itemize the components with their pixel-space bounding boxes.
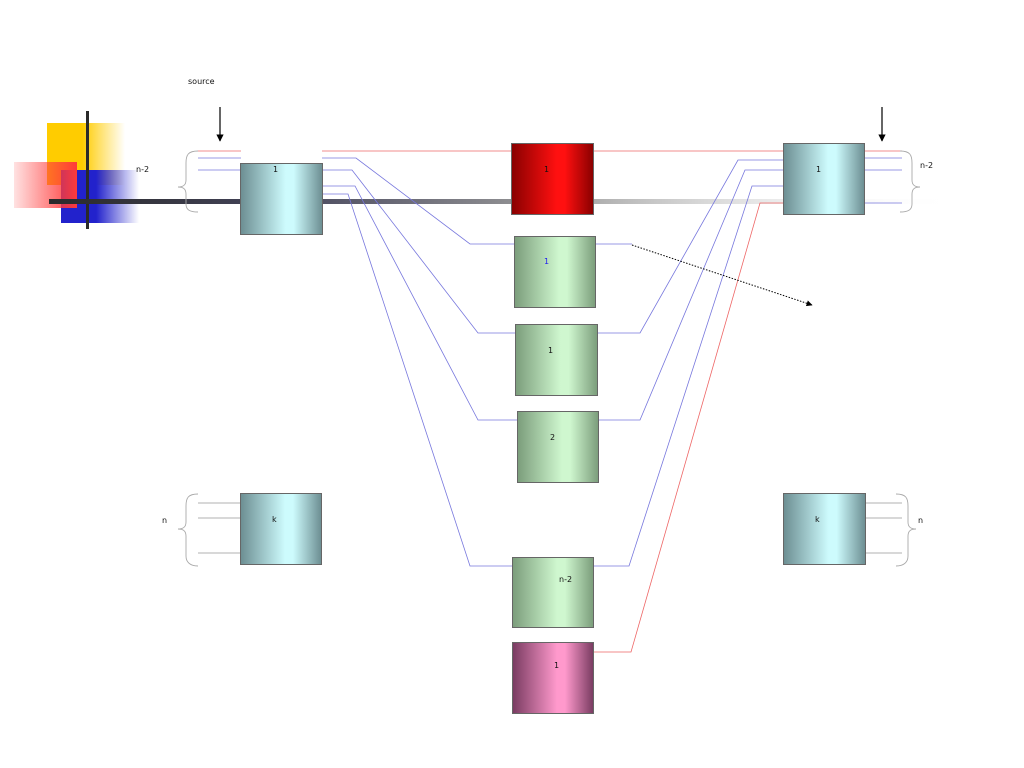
n-right-label: n — [918, 516, 924, 525]
left-top-box: 1 — [240, 163, 323, 235]
red-center-box-label: 1 — [544, 165, 550, 174]
left-input-lines — [198, 157, 241, 171]
dotted-arrow — [631, 244, 813, 307]
left-fanout-lines — [322, 157, 517, 567]
green-box-1: 1 — [514, 236, 596, 308]
right-fanin-lines — [594, 159, 783, 567]
k-box-lines — [198, 502, 902, 554]
left-top-box-label: 1 — [273, 165, 279, 174]
green-box-2: 1 — [515, 324, 598, 396]
green-box-n2-label: n-2 — [559, 575, 573, 584]
right-top-box: 1 — [783, 143, 865, 215]
left-bottom-box-label: k — [272, 515, 277, 524]
braces — [177, 150, 921, 567]
source-label: source — [188, 77, 215, 86]
right-bottom-box-label: k — [815, 515, 820, 524]
n-minus-2-left-label: n-2 — [136, 165, 150, 174]
green-box-2-label: 1 — [548, 346, 554, 355]
right-output-lines — [864, 157, 902, 204]
left-bottom-brace — [177, 493, 199, 567]
red-return-line — [594, 202, 783, 653]
right-bottom-brace — [895, 493, 917, 567]
horizontal-bar — [49, 199, 961, 204]
green-box-n2: n-2 — [512, 557, 594, 628]
right-bottom-box: k — [783, 493, 866, 565]
n-left-label: n — [162, 516, 168, 525]
left-bottom-box: k — [240, 493, 322, 565]
right-top-brace — [899, 150, 921, 213]
pink-bottom-box: 1 — [512, 642, 594, 714]
green-box-1-label: 1 — [544, 257, 550, 266]
pink-bottom-box-label: 1 — [554, 661, 560, 670]
green-box-3: 2 — [517, 411, 599, 483]
right-top-box-label: 1 — [816, 165, 822, 174]
n-minus-2-right-label: n-2 — [920, 161, 934, 170]
green-box-3-label: 2 — [550, 433, 556, 442]
red-center-box: 1 — [511, 143, 594, 215]
left-top-brace — [177, 150, 199, 213]
